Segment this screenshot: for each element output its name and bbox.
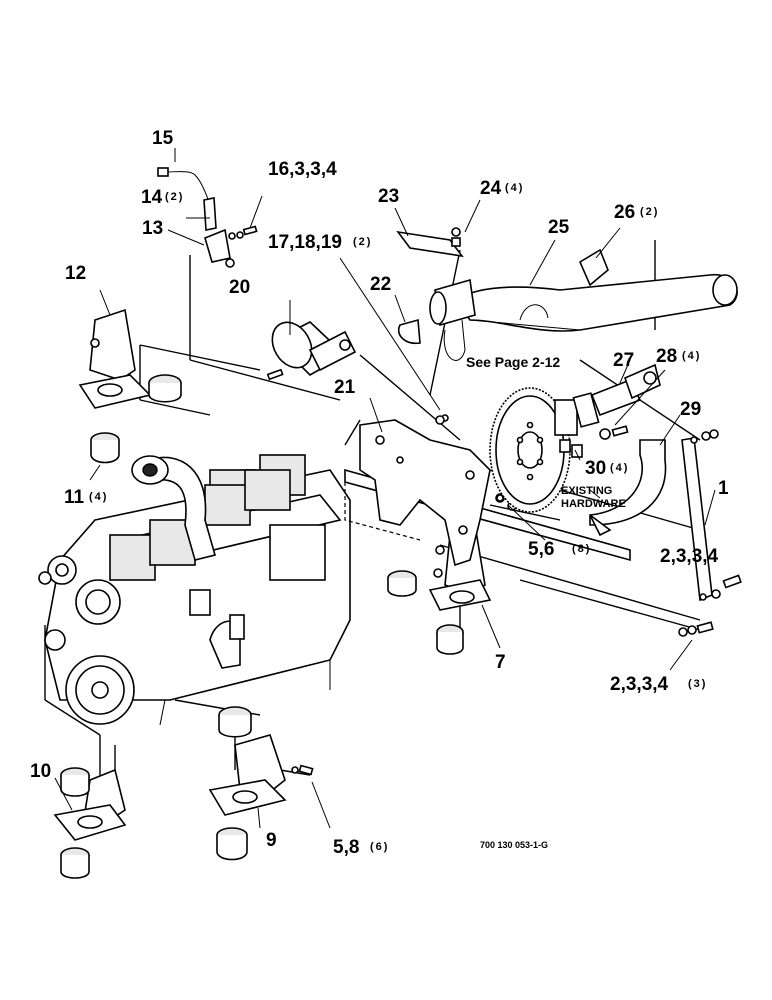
callout-5-8-qty: (6) — [370, 841, 389, 853]
callout-14: 14 — [141, 187, 163, 208]
callout-2-3-3-4: 2,3,3,4 — [660, 546, 719, 567]
callout-30-qty: (4) — [610, 462, 629, 474]
bracket-21 — [359, 414, 517, 567]
callout-22: 22 — [370, 274, 391, 295]
callout-29: 29 — [680, 399, 701, 420]
callout-17-18-19: 17,18,19 — [268, 232, 342, 253]
callout-11-qty: (4) — [89, 491, 108, 503]
callout-9: 9 — [266, 830, 277, 851]
mount-bracket-10 — [53, 767, 127, 879]
callout-5-6: 5,6 — [528, 539, 554, 560]
callout-26: 26 — [614, 202, 635, 223]
callout-23: 23 — [378, 186, 399, 207]
tube-assembly — [396, 227, 738, 361]
drive-sprocket — [489, 387, 571, 513]
existing-hardware-line1: EXISTING — [561, 485, 612, 497]
callout-16-3-3-4: 16,3,3,4 — [268, 159, 337, 180]
callout-leaders — [54, 148, 716, 829]
callout-28-qty: (4) — [682, 350, 701, 362]
mount-bracket-12 — [78, 308, 182, 464]
figure-number: 700 130 053-1-G — [480, 840, 548, 850]
shield-29 — [589, 439, 667, 537]
callout-2-3-3-4-qty3-qty: (3) — [688, 678, 707, 690]
callout-20: 20 — [229, 277, 250, 298]
existing-hardware-line2: HARDWARE — [561, 498, 626, 510]
motor-20 — [266, 321, 357, 381]
sensor-assembly — [157, 167, 258, 268]
callout-12: 12 — [65, 263, 86, 284]
drive-coupler — [554, 363, 661, 458]
callout-14-qty: (2) — [165, 191, 184, 203]
callout-26-qty: (2) — [640, 206, 659, 218]
callout-24-qty: (4) — [505, 182, 524, 194]
see-page-note: See Page 2-12 — [466, 354, 560, 370]
callout-30: 30 — [585, 458, 606, 479]
callout-15: 15 — [152, 128, 174, 149]
callout-2-3-3-4-qty3: 2,3,3,4 — [610, 674, 669, 695]
engine-assembly — [38, 454, 351, 726]
callout-17-18-19-qty: (2) — [353, 236, 372, 248]
callout-labels: 15 14 (2) 16,3,3,4 13 20 17,18,19 (2) 12… — [30, 128, 729, 858]
callout-10: 10 — [30, 761, 51, 782]
callout-21: 21 — [334, 377, 356, 398]
callout-5-8: 5,8 — [333, 837, 359, 858]
callout-7: 7 — [495, 652, 506, 673]
support-bar-1 — [435, 415, 742, 637]
mount-bracket-9 — [208, 706, 314, 861]
callout-28: 28 — [656, 346, 677, 367]
callout-24: 24 — [480, 178, 502, 199]
callout-5-6-qty: (8) — [572, 543, 591, 555]
callout-25: 25 — [548, 217, 570, 238]
callout-1: 1 — [718, 478, 729, 499]
callout-27: 27 — [613, 350, 634, 371]
callout-11: 11 — [64, 487, 85, 508]
callout-13: 13 — [142, 218, 163, 239]
